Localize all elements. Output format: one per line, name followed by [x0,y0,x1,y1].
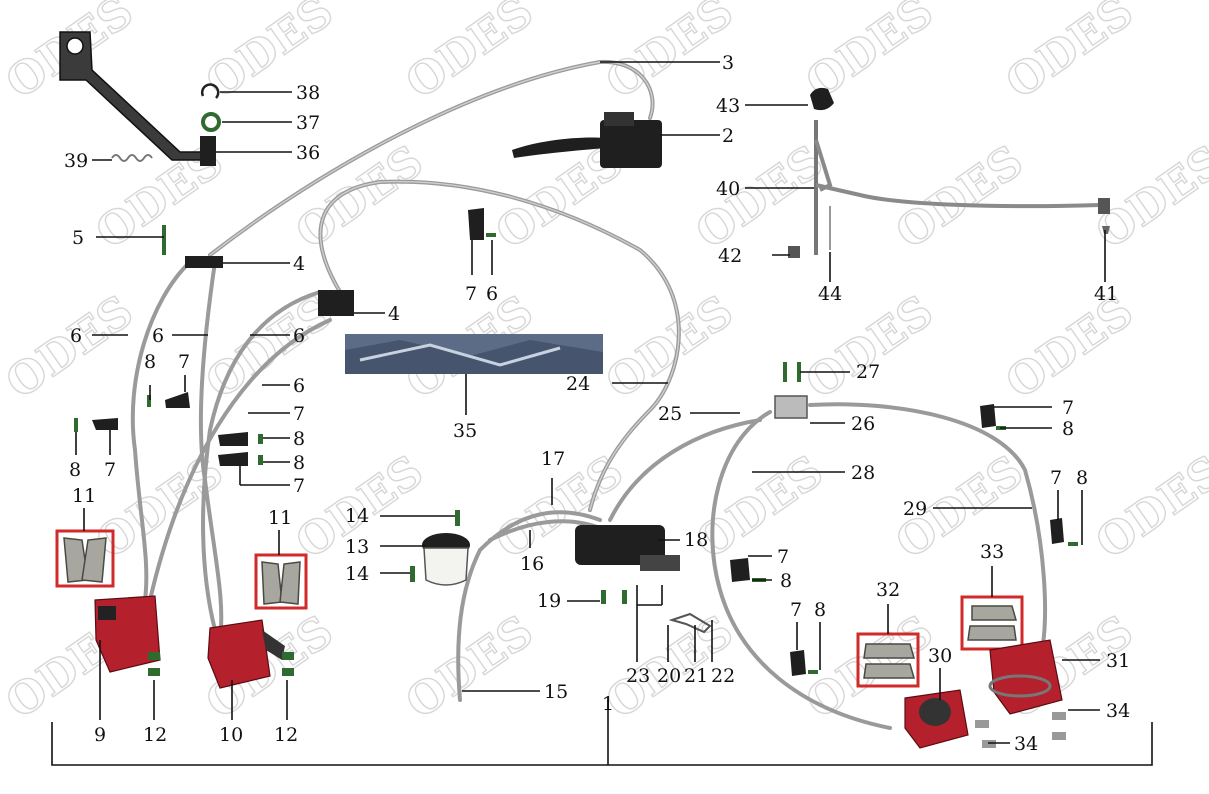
callout-2: 2 [722,125,734,147]
callout-7: 7 [465,283,477,305]
callout-7: 7 [178,351,190,373]
brake-pedal-assembly [59,31,221,166]
callout-6: 6 [293,375,305,397]
callout-8: 8 [780,570,792,592]
callout-6: 6 [152,325,164,347]
callout-13: 13 [345,536,369,558]
callout-8: 8 [293,428,305,450]
callout-7: 7 [1050,467,1062,489]
callout-43: 43 [716,95,740,117]
callout-27: 27 [856,361,880,383]
callout-26: 26 [851,413,875,435]
callout-6: 6 [293,325,305,347]
watermark-text: ODES [997,286,1142,409]
callout-16: 16 [520,553,544,575]
callout-30: 30 [928,645,952,667]
callout-19: 19 [537,590,561,612]
callout-7: 7 [790,599,802,621]
callout-40: 40 [716,178,740,200]
clips-and-bolts [74,208,496,466]
callout-12: 12 [274,724,298,746]
callout-18: 18 [684,529,708,551]
callout-17: 17 [541,448,565,470]
callout-20: 20 [657,665,681,687]
callout-12: 12 [143,724,167,746]
callout-37: 37 [296,112,320,134]
callout-29: 29 [903,498,927,520]
callout-labels: 1 2 3 4 4 5 6 6 6 6 6 7 7 7 7 7 7 7 7 7 … [64,52,1130,755]
callout-14: 14 [345,505,369,527]
callout-8: 8 [814,599,826,621]
callout-6: 6 [486,283,498,305]
callout-4: 4 [293,253,305,275]
callout-22: 22 [711,665,735,687]
callout-7: 7 [777,546,789,568]
callout-34: 34 [1014,733,1038,755]
heat-shield-photo [345,334,603,374]
callout-11: 11 [72,485,96,507]
watermark-text: ODES [1087,446,1209,569]
callout-7: 7 [104,459,116,481]
callout-8: 8 [293,452,305,474]
callout-25: 25 [658,403,682,425]
callout-7: 7 [1062,397,1074,419]
callout-5: 5 [72,227,84,249]
callout-31: 31 [1106,650,1130,672]
callout-7: 7 [293,403,305,425]
callout-38: 38 [296,82,320,104]
hand-master-cylinder [512,112,662,168]
callout-33: 33 [980,541,1004,563]
callout-24: 24 [566,373,590,395]
callout-14: 14 [345,563,369,585]
front-calipers [94,595,294,689]
callout-3: 3 [722,52,734,74]
callout-44: 44 [818,283,842,305]
callout-39: 39 [64,150,88,172]
callout-23: 23 [626,665,650,687]
callout-41: 41 [1094,283,1118,305]
leader-lines [75,61,1106,744]
callout-6: 6 [70,325,82,347]
left-brake-pads [55,529,308,610]
callout-36: 36 [296,142,320,164]
callout-8: 8 [1076,467,1088,489]
watermark-text: ODES [687,446,832,569]
junction-blocks [185,256,354,316]
watermark-text: ODES [597,0,742,109]
watermark-text: ODES [687,136,832,259]
watermark-text: ODES [0,286,142,409]
brake-hoses [130,59,1047,730]
callout-8: 8 [69,459,81,481]
reservoir-and-master-cylinder [410,510,712,634]
watermark-text: ODES [397,0,542,109]
callout-1: 1 [602,693,614,715]
watermark-text: ODES [887,136,1032,259]
watermark-text: ODES [997,0,1142,109]
watermark-text: ODES [597,286,742,409]
watermark-text: ODES [397,606,542,729]
callout-15: 15 [544,681,568,703]
callout-7: 7 [293,475,305,497]
callout-35: 35 [453,420,477,442]
callout-11: 11 [268,507,292,529]
callout-8: 8 [144,351,156,373]
callout-4: 4 [388,303,400,325]
kit-bracket [51,700,1153,766]
callout-21: 21 [684,665,708,687]
brake-rod-linkage [788,87,1110,258]
callout-42: 42 [718,245,742,267]
callout-28: 28 [851,462,875,484]
callout-9: 9 [94,724,106,746]
callout-8: 8 [1062,418,1074,440]
callout-32: 32 [876,579,900,601]
callout-10: 10 [219,724,243,746]
callout-34: 34 [1106,700,1130,722]
